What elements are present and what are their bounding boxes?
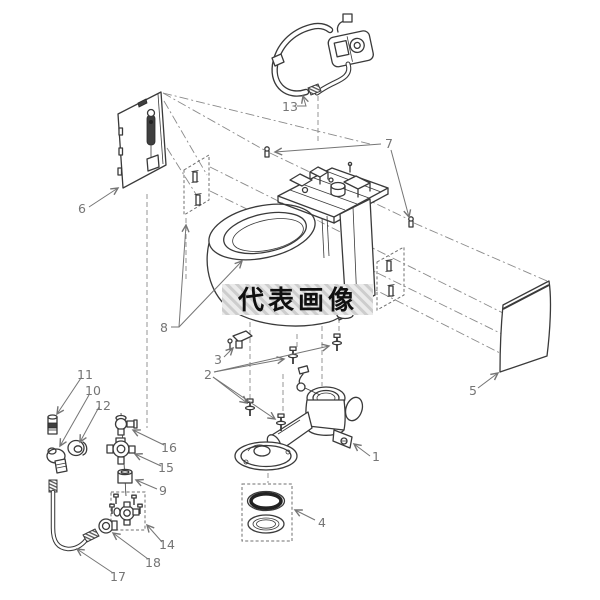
callout-4: 4 [318,515,326,530]
callout-15: 15 [158,460,174,475]
part-15-valve [106,437,136,465]
part-1-drain-socket [234,365,364,471]
callout-17: 17 [110,569,126,584]
part-16-fitting [114,414,138,436]
callout-13: 13 [282,99,298,114]
part-13-hose-assembly [271,13,374,97]
part-17-hose [48,479,100,552]
callout-8: 8 [160,320,168,335]
callout-numbers: 1 2 3 4 5 6 7 8 9 10 11 12 13 14 15 16 1… [77,99,477,584]
part-11-filter [47,414,58,435]
part-14-valve-unit [109,491,146,531]
part-6-side-panel [117,91,167,189]
part-18-nut [98,518,118,534]
callout-2: 2 [204,367,212,382]
callout-14: 14 [159,537,175,552]
callout-18: 18 [145,555,161,570]
supply-line-parts [46,412,146,552]
callout-1: 1 [372,449,380,464]
callout-10: 10 [85,383,101,398]
part-4-gasket-set [241,483,293,542]
callout-16: 16 [161,440,177,455]
part-12-escutcheon [67,439,88,457]
callout-5: 5 [469,383,477,398]
part-3-clamp [227,330,253,351]
callout-6: 6 [78,201,86,216]
watermark-band: 代表画像 [222,284,373,316]
part-9-bushing [117,468,133,484]
callout-12: 12 [95,398,111,413]
part-10-elbow [46,447,68,474]
callout-9: 9 [159,483,167,498]
callout-leader-lines [56,94,500,574]
left-clip-box [183,154,210,216]
part-5-side-panel [499,280,552,373]
watermark-text: 代表画像 [237,286,358,316]
callout-3: 3 [214,352,222,367]
callout-7: 7 [385,136,393,151]
callout-11: 11 [77,367,93,382]
right-clip-box [376,246,405,311]
